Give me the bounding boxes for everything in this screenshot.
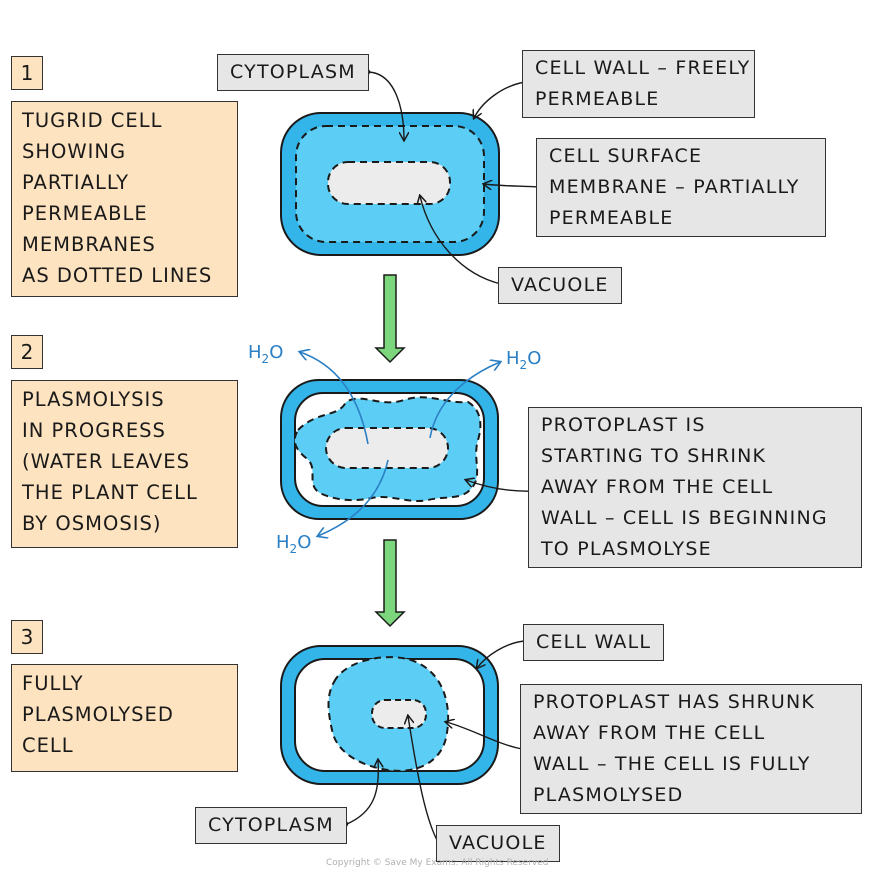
label-line: TO PLASMOLYSE xyxy=(541,538,712,560)
description-line: PLASMOLYSIS xyxy=(22,388,165,411)
label-cell-wall-3: CELL WALL xyxy=(523,624,665,661)
copyright-footer: Copyright © Save My Exams. All Rights Re… xyxy=(326,858,549,868)
label-line: WALL – CELL IS BEGINNING xyxy=(541,507,828,529)
label-line: MEMBRANE – PARTIALLY xyxy=(549,176,800,198)
label-cell-wall-1: CELL WALL – FREELY PERMEABLE xyxy=(522,50,755,118)
water-arrow-bottom xyxy=(318,459,389,536)
label-line: CELL SURFACE xyxy=(549,145,703,167)
description-line: THE PLANT CELL xyxy=(22,481,198,504)
step-description-2: PLASMOLYSIS IN PROGRESS (WATER LEAVES TH… xyxy=(11,380,238,548)
description-line: TUGRID CELL xyxy=(22,109,163,132)
description-line: FULLY xyxy=(22,672,84,695)
water-arrow-right xyxy=(429,362,500,439)
label-cytoplasm-3: CYTOPLASM xyxy=(195,807,347,844)
arrow-down-2 xyxy=(374,539,406,628)
water-label-right: H2O xyxy=(506,348,541,372)
label-protoplast-shrinking: PROTOPLAST IS STARTING TO SHRINK AWAY FR… xyxy=(528,407,862,568)
step-description-3: FULLY PLASMOLYSED CELL xyxy=(11,664,238,772)
step-description-1: TUGRID CELL SHOWING PARTIALLY PERMEABLE … xyxy=(11,101,238,297)
turgid-cell xyxy=(280,112,500,256)
label-line: PLASMOLYSED xyxy=(533,784,684,806)
vacuole xyxy=(325,427,449,469)
description-line: PARTIALLY xyxy=(22,171,130,194)
step-number-2: 2 xyxy=(11,335,43,369)
label-vacuole-1: VACUOLE xyxy=(498,267,622,304)
label-line: PERMEABLE xyxy=(535,88,660,110)
vacuole xyxy=(371,699,427,729)
label-line: AWAY FROM THE CELL xyxy=(533,722,766,744)
plasmolysing-cell xyxy=(280,379,499,520)
label-protoplast-shrunk: PROTOPLAST HAS SHRUNK AWAY FROM THE CELL… xyxy=(520,684,862,814)
label-line: CELL WALL – FREELY xyxy=(535,57,751,79)
description-line: CELL xyxy=(22,734,74,757)
label-vacuole-3: VACUOLE xyxy=(436,825,560,862)
description-line: AS DOTTED LINES xyxy=(22,264,213,287)
label-line: WALL – THE CELL IS FULLY xyxy=(533,753,811,775)
water-label-bottom: H2O xyxy=(276,532,311,556)
label-line: PERMEABLE xyxy=(549,207,674,229)
plasmolysed-cell xyxy=(280,645,499,785)
description-line: PERMEABLE xyxy=(22,202,148,225)
arrow-down-1 xyxy=(374,274,406,364)
water-arrow-left xyxy=(300,352,369,445)
label-line: AWAY FROM THE CELL xyxy=(541,476,774,498)
description-line: BY OSMOSIS) xyxy=(22,512,162,535)
description-line: SHOWING xyxy=(22,140,127,163)
step-number-3: 3 xyxy=(11,620,43,654)
label-line: PROTOPLAST IS xyxy=(541,414,706,436)
water-label-left: H2O xyxy=(248,342,283,366)
vacuole xyxy=(327,161,451,205)
label-line: PROTOPLAST HAS SHRUNK xyxy=(533,691,816,713)
description-line: MEMBRANES xyxy=(22,233,156,256)
label-cell-surface-membrane: CELL SURFACE MEMBRANE – PARTIALLY PERMEA… xyxy=(536,138,826,237)
step-number-1: 1 xyxy=(11,56,43,90)
description-line: IN PROGRESS xyxy=(22,419,166,442)
description-line: (WATER LEAVES xyxy=(22,450,190,473)
label-line: STARTING TO SHRINK xyxy=(541,445,767,467)
description-line: PLASMOLYSED xyxy=(22,703,174,726)
label-cytoplasm-1: CYTOPLASM xyxy=(217,54,369,91)
